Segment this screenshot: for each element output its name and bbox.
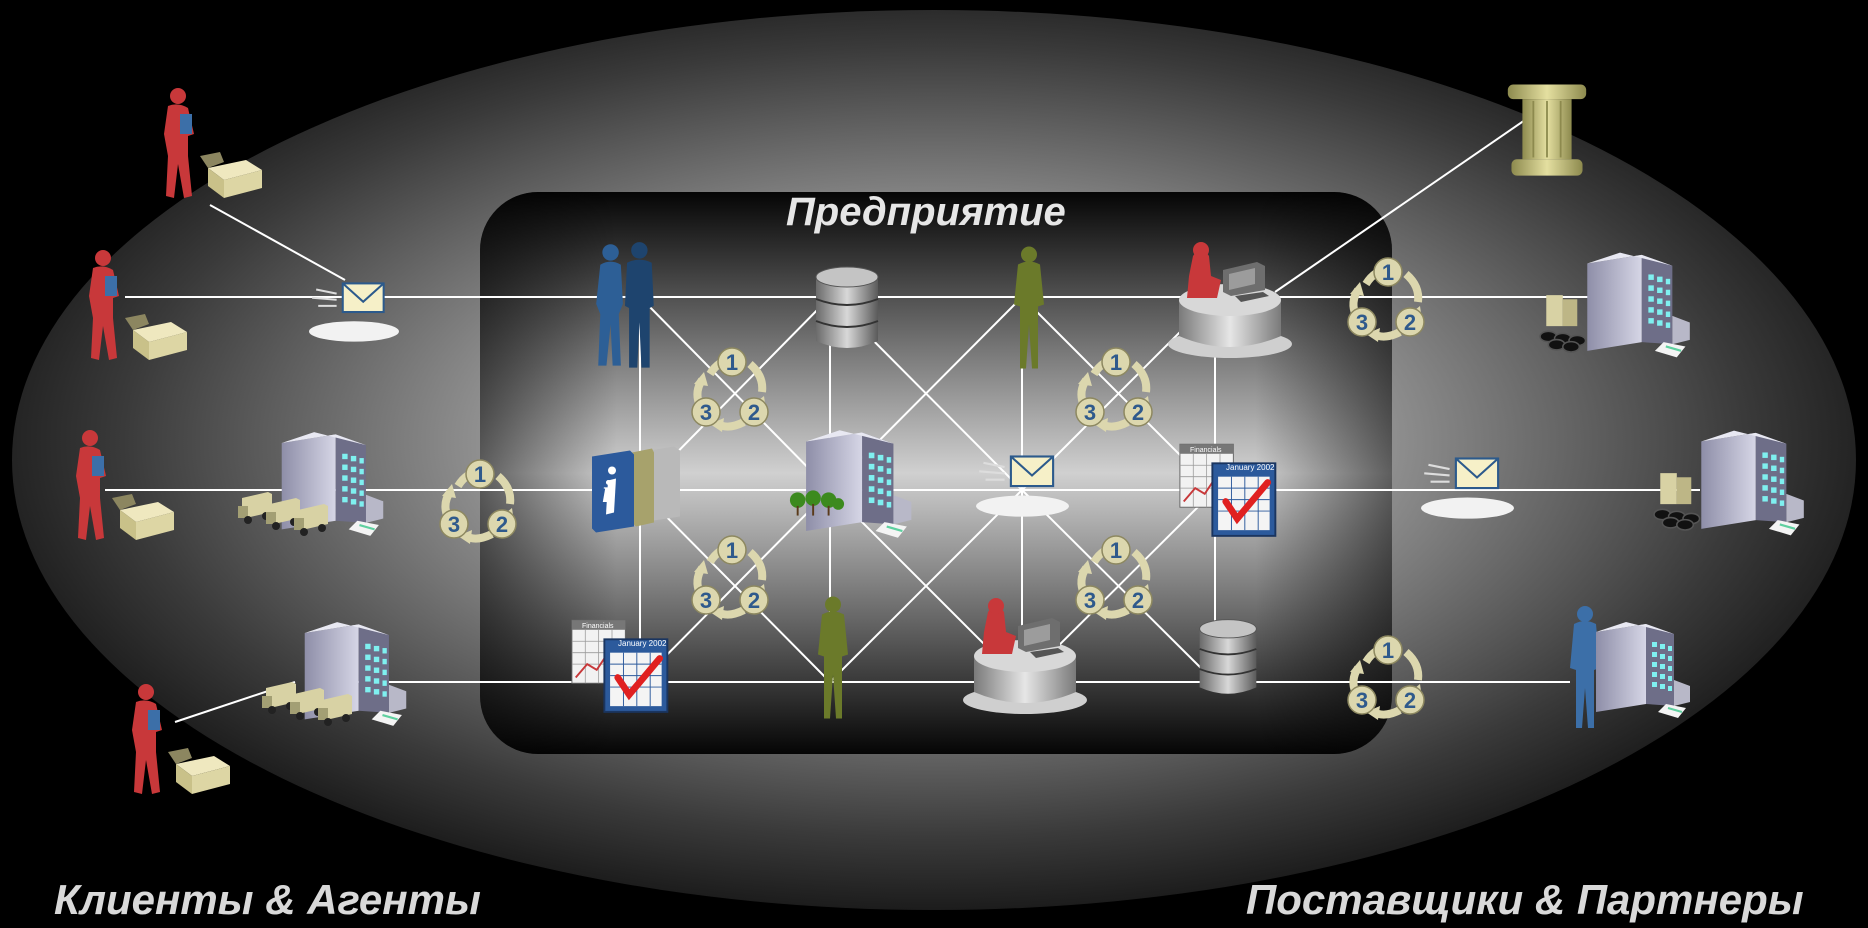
cycle-step-number: 1: [726, 538, 738, 563]
cycle-step-number: 2: [496, 512, 508, 537]
cycle-step-number: 2: [748, 400, 760, 425]
calendar-header: January 2002: [618, 639, 667, 648]
financials-label: Financials: [1190, 447, 1222, 454]
cycle-step-number: 3: [1084, 588, 1096, 613]
cycle-step-number: 1: [1110, 350, 1122, 375]
cycle-step-number: 2: [1404, 688, 1416, 713]
cycle-step-number: 2: [1132, 588, 1144, 613]
cycle-step-number: 1: [1382, 638, 1394, 663]
cycle-step-number: 3: [1084, 400, 1096, 425]
cycle-step-number: 1: [474, 462, 486, 487]
cycle-step-number: 1: [1382, 260, 1394, 285]
database-icon: [1198, 618, 1258, 695]
database-icon: [815, 266, 879, 349]
cycle-step-number: 2: [748, 588, 760, 613]
enterprise-label: Предприятие: [786, 190, 1066, 234]
cycle-step-number: 3: [700, 400, 712, 425]
cycle-step-number: 3: [1356, 688, 1368, 713]
cycle-step-number: 2: [1404, 310, 1416, 335]
customers-agents-label: Клиенты & Агенты: [54, 876, 481, 923]
financials-label: Financials: [582, 623, 614, 630]
cycle-step-number: 3: [700, 588, 712, 613]
suppliers-partners-label: Поставщики & Партнеры: [1246, 876, 1804, 923]
cycle-step-number: 3: [448, 512, 460, 537]
calendar-header: January 2002: [1226, 463, 1275, 472]
cycle-step-number: 1: [1110, 538, 1122, 563]
cycle-step-number: 2: [1132, 400, 1144, 425]
cycle-step-number: 3: [1356, 310, 1368, 335]
cycle-step-number: 1: [726, 350, 738, 375]
info-glyph: i: [602, 473, 611, 509]
